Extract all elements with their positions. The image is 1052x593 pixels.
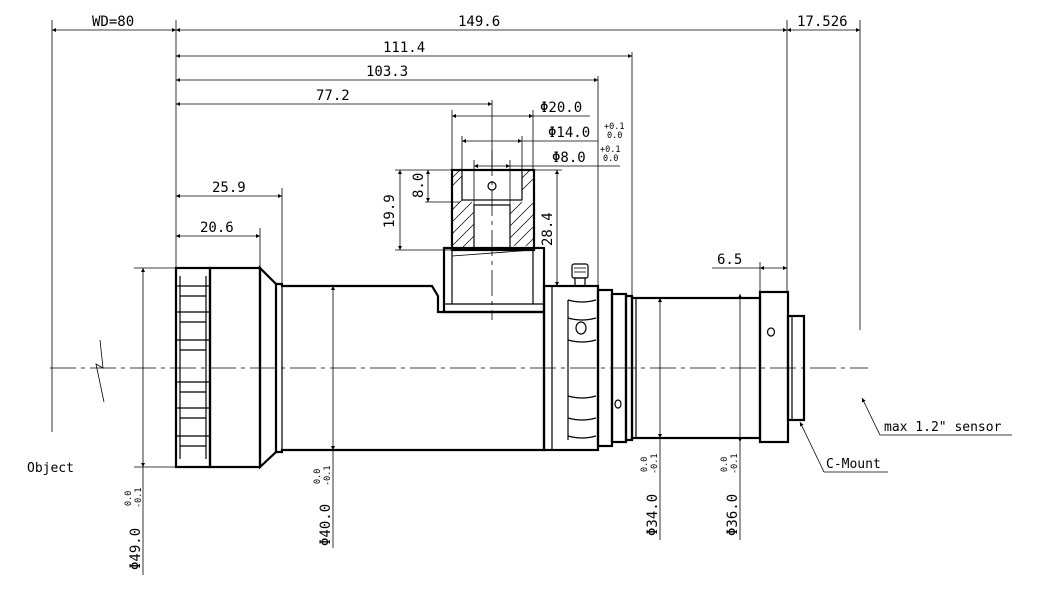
front-knurled-ring: [174, 266, 212, 469]
axis-break-symbol: [95, 339, 105, 403]
dia-34-tol-upper: 0.0: [640, 457, 650, 472]
len-20-label: 20.6: [200, 220, 234, 236]
dia-14-tol-lower: 0.0: [607, 131, 622, 141]
section-hatching: [451, 169, 535, 249]
object-label: Object: [27, 461, 74, 476]
wd-label: WD=80: [92, 14, 134, 30]
len-111-label: 111.4: [383, 40, 425, 56]
coupling-block: [442, 246, 546, 314]
dia-34-label: Φ34.0: [645, 494, 661, 536]
len-6-label: 6.5: [717, 252, 742, 268]
port-section: [450, 168, 536, 257]
h-19-label: 19.9: [382, 194, 398, 228]
dia-36-label: Φ36.0: [725, 494, 741, 536]
dia-40-tol-upper: 0.0: [313, 469, 323, 484]
main-barrel: [276, 282, 546, 454]
extension-lines: [51, 20, 861, 468]
len-25-label: 25.9: [212, 180, 246, 196]
dia-14-tol-upper: +0.1: [604, 122, 624, 132]
horizontal-dimensions: [52, 28, 860, 270]
dimension-labels: WD=80 149.6 17.526 111.4 103.3 77.2 Φ20.…: [27, 14, 1002, 570]
mount-flange: [758, 290, 790, 444]
dia-49-tol-upper: 0.0: [124, 491, 134, 506]
h-8-label: 8.0: [411, 173, 427, 198]
dia-8-tol-lower: 0.0: [603, 154, 618, 164]
vertical-dimensions: [141, 170, 742, 575]
lens-body: [174, 150, 806, 470]
locking-screw: [571, 263, 589, 287]
front-taper: [258, 265, 278, 470]
dia-40-label: Φ40.0: [318, 504, 334, 546]
dia-14-label: Φ14.0: [548, 125, 590, 141]
sensor-label: max 1.2" sensor: [884, 420, 1002, 435]
total-length-label: 149.6: [458, 14, 500, 30]
dia-8-label: Φ8.0: [552, 150, 586, 166]
h-28-label: 28.4: [540, 212, 556, 246]
front-barrel: [208, 266, 262, 469]
len-77-label: 77.2: [316, 88, 350, 104]
dia-36-tol-lower: -0.1: [730, 454, 740, 474]
dia-34-tol-lower: -0.1: [650, 454, 660, 474]
dia-20-label: Φ20.0: [540, 100, 582, 116]
c-mount-label: C-Mount: [826, 457, 881, 472]
dia-36-tol-upper: 0.0: [720, 457, 730, 472]
c-mount-thread: [786, 314, 806, 422]
dia-40-tol-lower: -0.1: [323, 466, 333, 486]
back-focal-label: 17.526: [797, 14, 848, 30]
leader-lines: [799, 397, 1012, 473]
len-103-label: 103.3: [366, 64, 408, 80]
dia-8-tol-upper: +0.1: [600, 145, 620, 155]
dia-49-tol-lower: -0.1: [134, 488, 144, 508]
dia-49-label: Φ49.0: [128, 528, 144, 570]
focus-knurl: [567, 299, 597, 440]
knurl-pattern: [176, 276, 210, 459]
